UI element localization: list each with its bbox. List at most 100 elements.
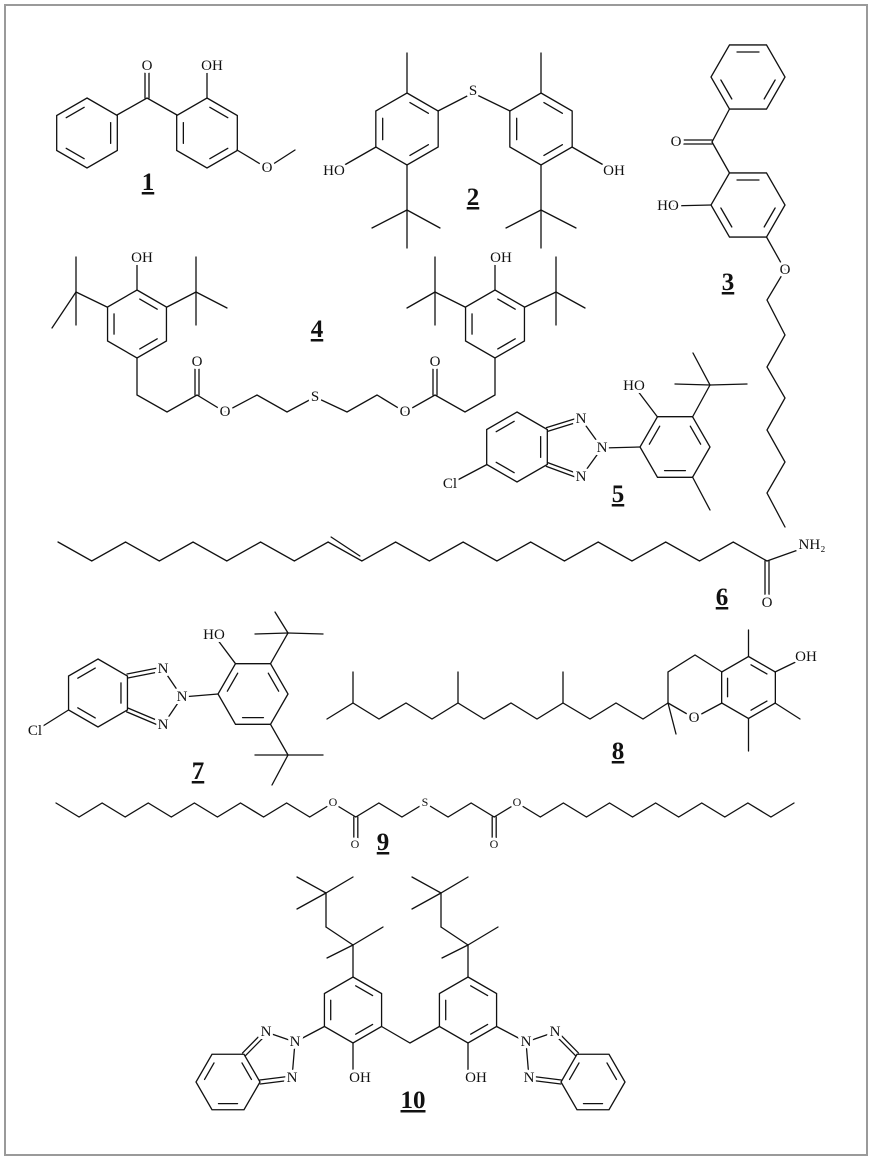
bond xyxy=(325,876,354,894)
bond xyxy=(467,926,499,946)
bond xyxy=(269,632,289,665)
bond-chain xyxy=(57,541,768,562)
atom-label: HO xyxy=(657,198,679,214)
ring-double-bond xyxy=(77,667,96,679)
atom-label: HO xyxy=(623,378,645,394)
aromatic-ring xyxy=(56,97,118,169)
compound-number: 9 xyxy=(377,829,390,856)
bond xyxy=(195,291,228,309)
compound-10: N N N OH OH N N N 10 xyxy=(258,1021,564,1114)
atom-label: O xyxy=(192,354,203,370)
double-bond xyxy=(555,1029,580,1054)
double-bond xyxy=(545,465,581,480)
bond xyxy=(296,892,327,910)
double-bond xyxy=(127,707,165,724)
atom-label: S xyxy=(311,389,319,405)
bond-chain xyxy=(326,702,669,720)
bond xyxy=(691,384,711,418)
atom-label: O xyxy=(430,354,441,370)
atom-label: OH xyxy=(349,1070,371,1086)
compound-number: 2 xyxy=(467,184,480,211)
atom-label: O xyxy=(262,160,273,176)
aromatic-ring xyxy=(639,416,711,478)
ring-double-bond xyxy=(606,1062,618,1081)
ring-double-bond xyxy=(470,1023,489,1035)
double-bond xyxy=(126,666,164,675)
atom-label: O xyxy=(220,404,231,420)
bond xyxy=(411,892,442,910)
bond xyxy=(441,944,469,959)
atom-label: HO xyxy=(203,627,225,643)
bond xyxy=(51,291,77,329)
bond xyxy=(774,656,807,673)
bond xyxy=(571,146,615,172)
atom-label: N xyxy=(576,469,587,485)
aromatic-ring xyxy=(176,97,238,169)
bond xyxy=(505,209,542,229)
compound-number: 10 xyxy=(401,1087,426,1114)
bond xyxy=(34,709,70,732)
ring-double-bond xyxy=(648,425,661,445)
bond xyxy=(555,291,586,309)
bond xyxy=(296,876,327,894)
double-bond xyxy=(259,1079,293,1085)
bond-chain xyxy=(437,92,511,112)
bond xyxy=(440,926,469,946)
ring-double-bond xyxy=(139,298,158,310)
ring-double-bond xyxy=(750,700,768,711)
bond-chain xyxy=(765,236,786,528)
atom-label: O xyxy=(142,58,153,74)
atom-label: N xyxy=(287,1070,298,1086)
bond-chain xyxy=(116,97,178,116)
ring-double-bond xyxy=(763,79,776,100)
atom-label: OH xyxy=(131,250,153,266)
bond xyxy=(580,447,603,478)
bond xyxy=(274,611,289,634)
ring-double-bond xyxy=(241,1062,253,1081)
bond xyxy=(711,141,731,174)
bond xyxy=(162,696,183,726)
ring-double-bond xyxy=(65,147,85,160)
bond xyxy=(213,634,237,665)
atom-label: N xyxy=(290,1034,301,1050)
bond xyxy=(254,632,289,635)
bond xyxy=(495,1025,527,1043)
bond xyxy=(525,1041,530,1079)
ring-double-bond xyxy=(763,207,776,228)
bond xyxy=(166,291,197,308)
compound-number: 8 xyxy=(612,738,625,765)
aromatic-ring xyxy=(486,411,548,483)
bond-chain xyxy=(136,357,496,413)
bond xyxy=(406,209,441,229)
bond xyxy=(633,385,659,418)
bond-chain xyxy=(236,149,296,169)
atom-label: N xyxy=(158,717,169,733)
ring-double-bond xyxy=(470,985,489,997)
ring-double-bond xyxy=(409,101,430,114)
atom-label: OH xyxy=(795,649,817,665)
atom-label: O xyxy=(351,837,360,851)
ring-double-bond xyxy=(543,101,564,114)
bond xyxy=(449,463,488,485)
bond xyxy=(774,702,801,720)
atom-label: O xyxy=(513,795,522,809)
bond xyxy=(667,204,712,207)
double-bond xyxy=(547,461,583,476)
double-bond xyxy=(259,1075,293,1081)
double-bond xyxy=(546,420,583,433)
ring-double-bond xyxy=(495,461,515,474)
bond xyxy=(162,668,183,698)
aromatic-ring xyxy=(323,976,383,1044)
bond xyxy=(265,1031,296,1043)
double-bond xyxy=(528,1079,562,1085)
atom-label: Cl xyxy=(28,723,42,739)
compound-4: OH OH O O S O O 4 xyxy=(128,247,515,423)
atom-label: N xyxy=(177,689,188,705)
double-bond xyxy=(552,1032,577,1057)
atom-label: N xyxy=(576,411,587,427)
aromatic-ring xyxy=(375,92,439,166)
ring-double-bond xyxy=(497,298,516,310)
bond xyxy=(333,146,377,172)
bond xyxy=(540,209,577,229)
double-bond xyxy=(330,536,361,557)
